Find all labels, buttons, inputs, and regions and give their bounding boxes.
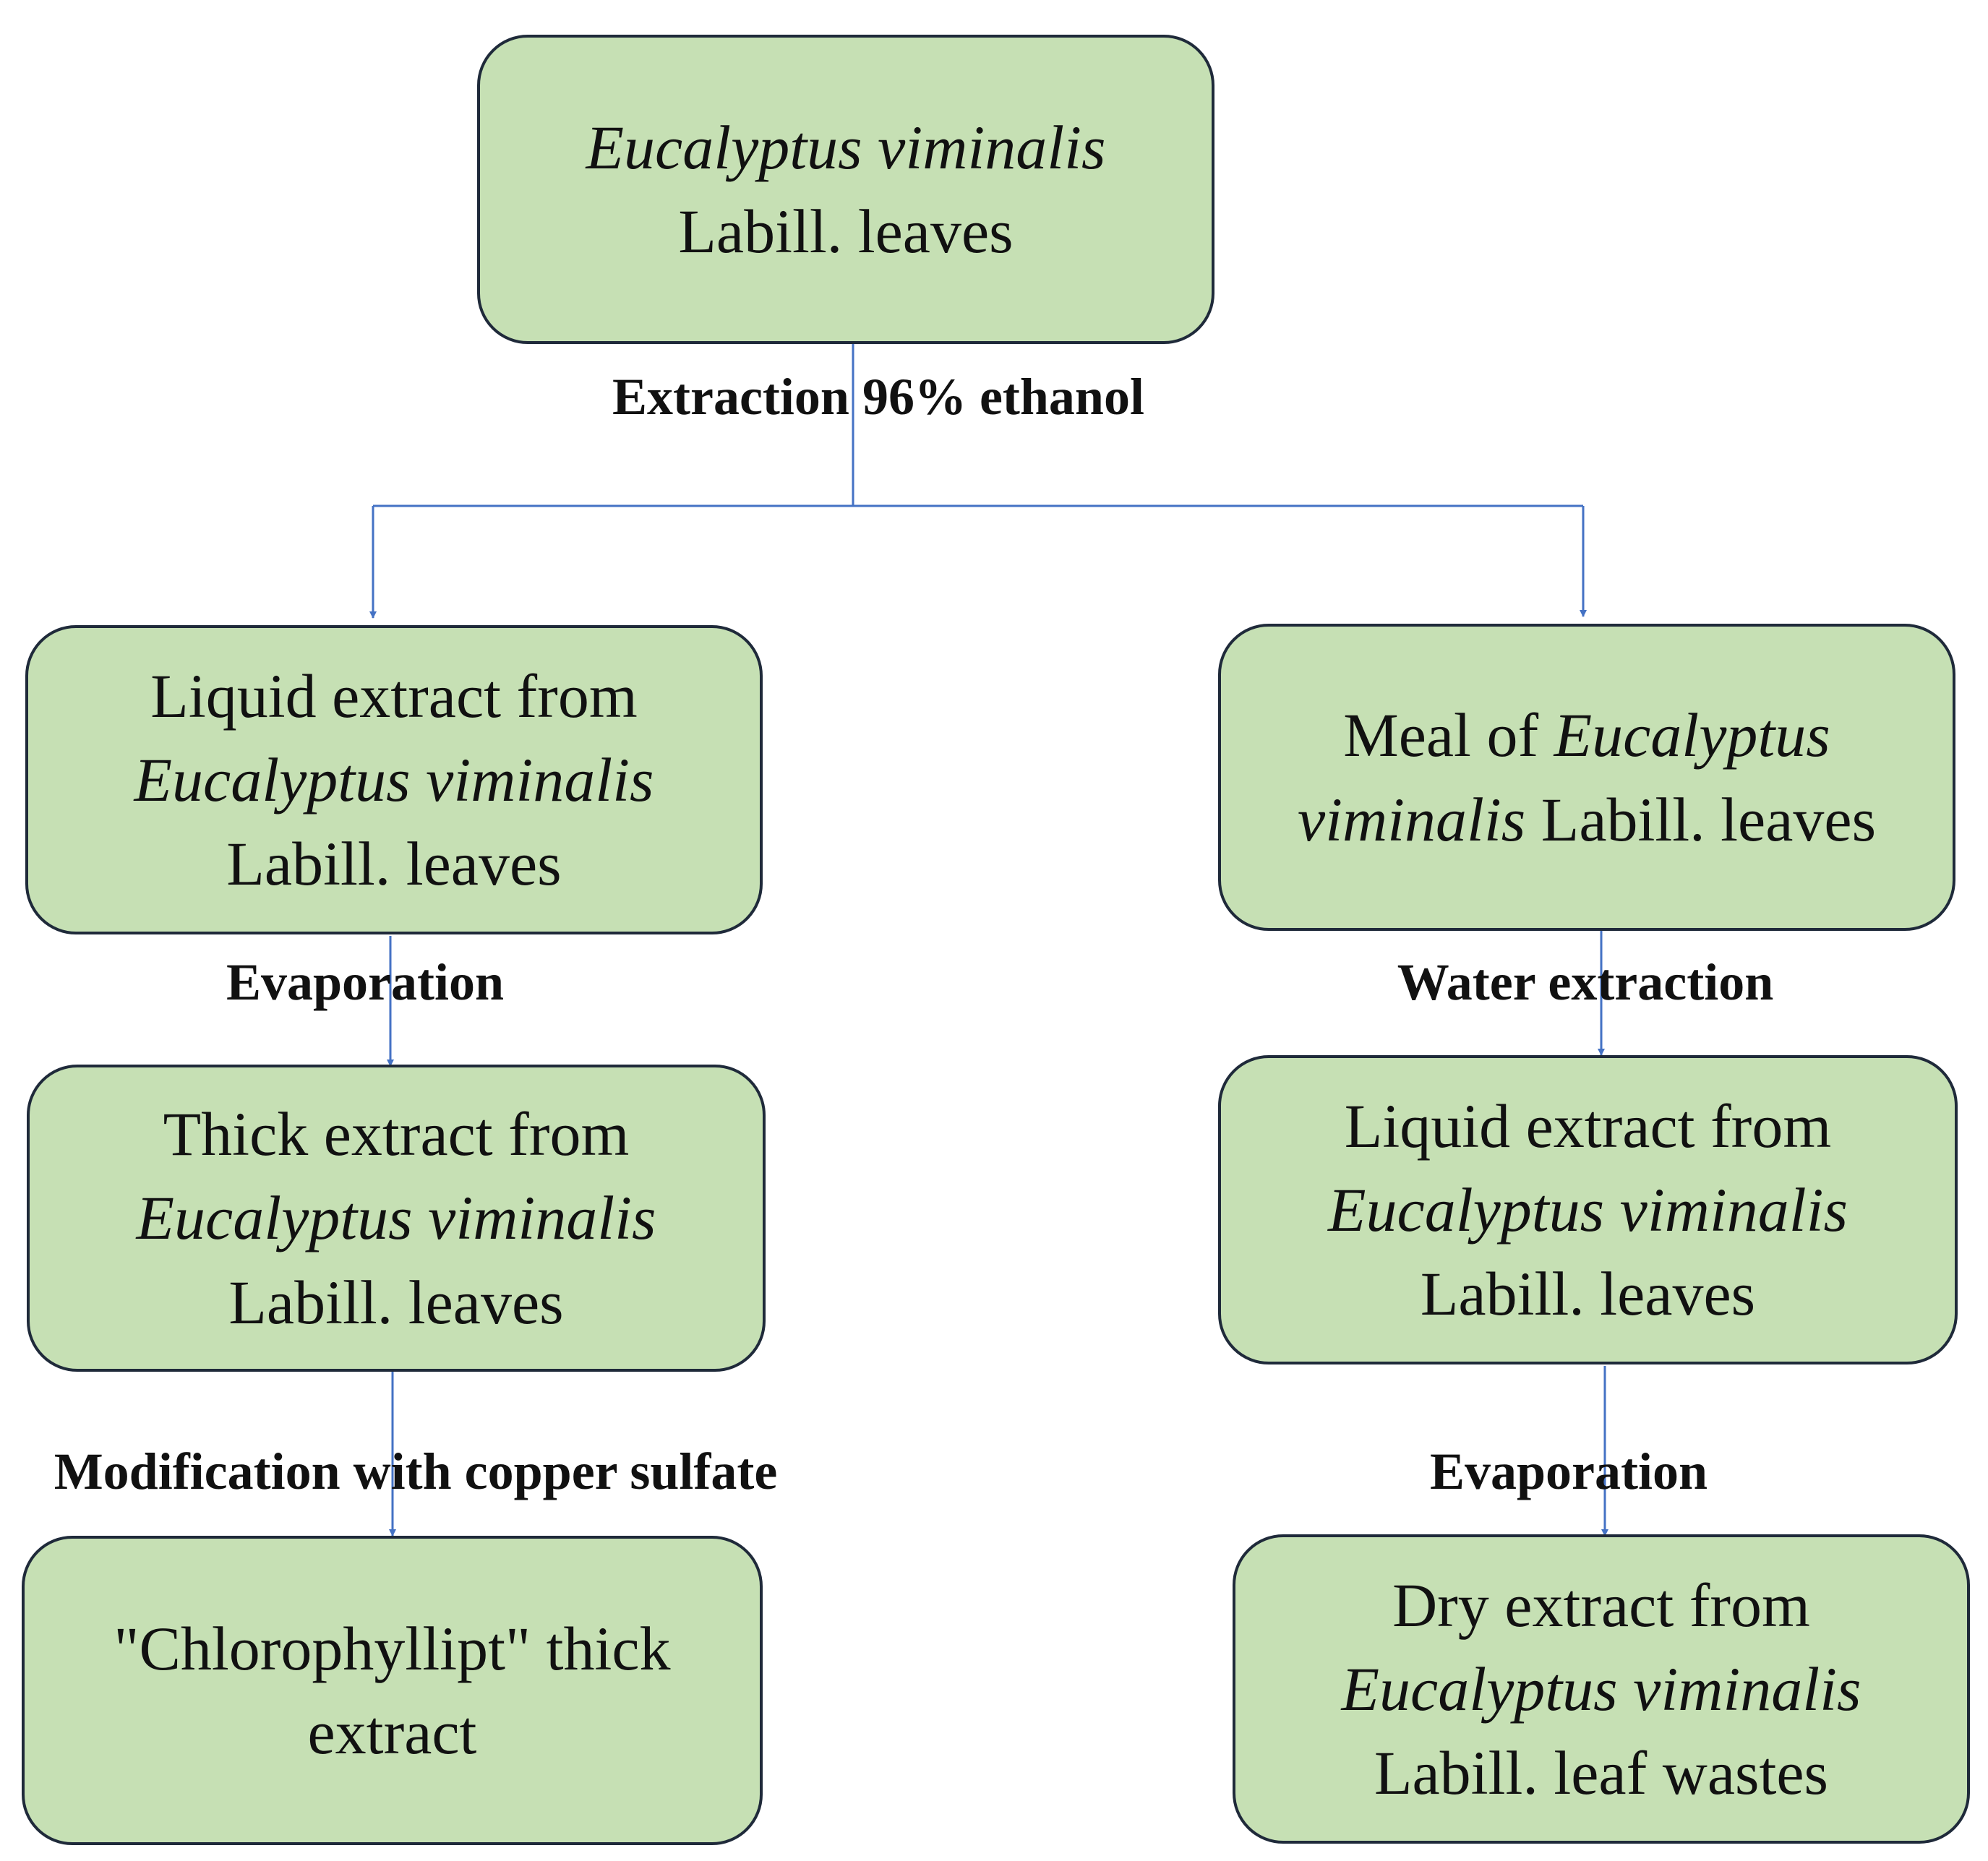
node-liquid-water-line1: Liquid extract from xyxy=(1344,1091,1832,1161)
node-meal-line1b: Eucalyptus xyxy=(1554,700,1830,770)
node-chlorophyllipt-extract: "Chlorophyllipt" thick extract xyxy=(22,1536,763,1845)
node-meal-of-leaves: Meal of Eucalyptus viminalis Labill. lea… xyxy=(1218,624,1955,931)
node-root-line2: Labill. leaves xyxy=(678,197,1014,266)
node-liquid-extract-water: Liquid extract from Eucalyptus viminalis… xyxy=(1218,1055,1958,1364)
step-evaporation-right: Evaporation xyxy=(1429,1443,1708,1500)
node-liquid-extract-ethanol: Liquid extract from Eucalyptus viminalis… xyxy=(25,625,763,934)
step-water-extraction: Water extraction xyxy=(1397,953,1774,1011)
step-evaporation-left: Evaporation xyxy=(226,953,505,1011)
node-meal-line1a: Meal of xyxy=(1343,700,1554,770)
node-liquid-water-line3: Labill. leaves xyxy=(1420,1259,1756,1329)
node-liquid-ethanol-line2: Eucalyptus viminalis xyxy=(134,744,654,815)
node-eucalyptus-leaves: Eucalyptus viminalis Labill. leaves xyxy=(477,35,1214,344)
node-thick-extract: Thick extract from Eucalyptus viminalis … xyxy=(27,1065,766,1372)
node-liquid-ethanol-line1: Liquid extract from xyxy=(150,661,638,731)
node-thick-line3: Labill. leaves xyxy=(228,1267,564,1337)
node-meal-line2a: viminalis xyxy=(1297,784,1526,854)
node-liquid-water-line2: Eucalyptus viminalis xyxy=(1328,1174,1848,1245)
node-meal-line2b: Labill. leaves xyxy=(1525,784,1877,854)
node-dry-line3: Labill. leaf wastes xyxy=(1374,1738,1829,1808)
step-modification-copper-sulfate: Modification with copper sulfate xyxy=(53,1443,778,1500)
node-dry-line1: Dry extract from xyxy=(1392,1570,1810,1640)
node-thick-line2: Eucalyptus viminalis xyxy=(136,1183,656,1253)
node-thick-line1: Thick extract from xyxy=(163,1099,630,1169)
node-root-line1: Eucalyptus viminalis xyxy=(586,112,1106,182)
node-dry-line2: Eucalyptus viminalis xyxy=(1341,1654,1861,1724)
step-extraction-ethanol: Extraction 96% ethanol xyxy=(612,368,1144,426)
node-dry-extract: Dry extract from Eucalyptus viminalis La… xyxy=(1233,1534,1970,1844)
node-chloro-line2: extract xyxy=(307,1698,477,1767)
node-chloro-line1: "Chlorophyllipt" thick xyxy=(113,1613,671,1683)
node-liquid-ethanol-line3: Labill. leaves xyxy=(226,829,562,899)
